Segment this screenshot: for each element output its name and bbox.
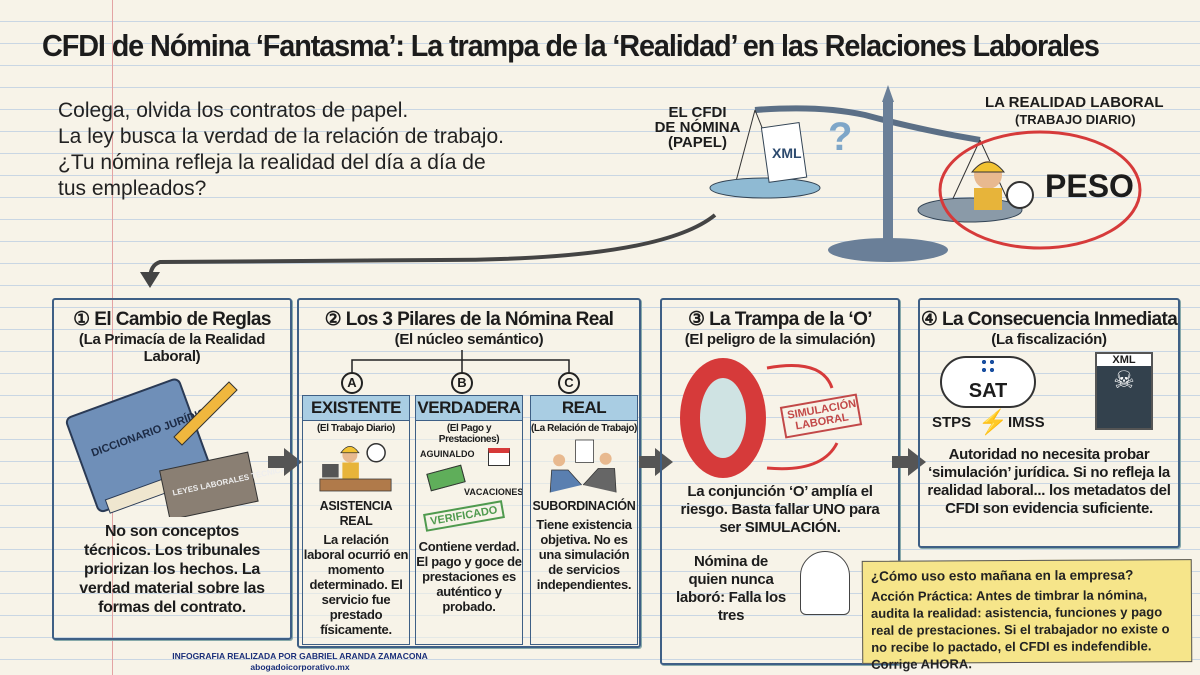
note-body: Acción Práctica: Antes de timbrar la nóm… bbox=[870, 587, 1170, 672]
reality-label: LA REALIDAD LABORAL bbox=[985, 94, 1164, 111]
stps-label: STPS bbox=[932, 414, 972, 431]
calendar-icon bbox=[488, 448, 510, 466]
intro-line: La ley busca la verdad de la relación de… bbox=[58, 125, 504, 148]
pillar-label: ASISTENCIA REAL bbox=[319, 499, 393, 528]
note-question: ¿Cómo uso esto mañana en la empresa? bbox=[870, 567, 1134, 584]
panel-consequence: ④ La Consecuencia Inmediata (La fiscaliz… bbox=[918, 298, 1180, 548]
pillar-letter: C bbox=[558, 372, 580, 394]
pillar-letter: B bbox=[451, 372, 473, 394]
panel-o-trap: ③ La Trampa de la ‘O’ (El peligro de la … bbox=[660, 298, 900, 665]
panel-rule-change: ① El Cambio de Reglas (La Primacía de la… bbox=[52, 298, 293, 640]
panel-subtitle: (La Primacía de la Realidad Laboral) bbox=[78, 331, 266, 365]
panel-subtitle: (El peligro de la simulación) bbox=[684, 331, 876, 348]
pillar-card-verdadera: VERDADERA (El Pago y Prestaciones) AGUIN… bbox=[415, 395, 523, 645]
audit-illustration: SAT STPS ⚡ IMSS XML ☠ bbox=[920, 348, 1178, 446]
pillar-letter: A bbox=[341, 372, 363, 394]
curved-arrow-icon bbox=[140, 213, 717, 288]
o-trap-illustration: SIMULACIÓN LABORAL bbox=[662, 348, 898, 483]
pillar-card-real: REAL (La Relación de Trabajo) SUBORDINAC… bbox=[530, 395, 638, 645]
reality-sublabel: (TRABAJO DIARIO) bbox=[1015, 112, 1136, 127]
website-link: abogadoicorporativo.mx bbox=[250, 662, 350, 672]
panel-body: Autoridad no necesita probar ‘simulación… bbox=[927, 446, 1171, 517]
panel-subtitle: (La fiscalización) bbox=[991, 331, 1107, 348]
pillar-body: Tiene existencia objetiva. No es una sim… bbox=[536, 517, 632, 592]
intro-line: Colega, olvida los contratos de papel. bbox=[58, 99, 409, 122]
ghost-icon bbox=[800, 551, 850, 615]
intro-line: ¿Tu nómina refleja la realidad del día a… bbox=[58, 151, 486, 174]
credit: INFOGRAFIA REALIZADA POR GABRIEL ARANDA … bbox=[150, 651, 450, 673]
xml-doc-label: XML bbox=[772, 145, 802, 161]
panel-title: La Consecuencia Inmediata bbox=[941, 309, 1178, 330]
payment-illustration: AGUINALDO VACACIONES VERIFICADO bbox=[416, 445, 522, 533]
red-o-icon bbox=[680, 358, 766, 478]
notebook-margin-line bbox=[112, 0, 113, 675]
pillar-label: SUBORDINACIÓN bbox=[532, 499, 636, 513]
question-mark: ? bbox=[828, 115, 852, 159]
practical-action-note: ¿Cómo uso esto mañana en la empresa? Acc… bbox=[861, 559, 1193, 672]
pillar-body: Contiene verdad. El pago y goce de prest… bbox=[416, 539, 522, 614]
panel-body: No son conceptos técnicos. Los tribunale… bbox=[79, 523, 265, 616]
lightning-icon: ⚡ bbox=[978, 409, 1008, 436]
pillar-body: La relación laboral ocurrió en momento d… bbox=[303, 532, 409, 637]
worker-at-desk-icon bbox=[319, 443, 392, 492]
ghost-caption: Nómina de quien nunca laboró: Falla los … bbox=[676, 553, 786, 624]
panel-three-pillars: ② Los 3 Pilares de la Nómina Real (El nú… bbox=[297, 298, 641, 648]
balance-scale-icon: XML ? bbox=[709, 85, 1142, 262]
panel-body: La conjunción ‘O’ amplía el riesgo. Bast… bbox=[680, 483, 880, 536]
red-arrows-icon bbox=[766, 364, 839, 471]
panel-title: El Cambio de Reglas bbox=[94, 309, 271, 330]
weight-label: PESO bbox=[1045, 168, 1134, 204]
arrow-right-icon bbox=[892, 448, 926, 476]
intro-text: Colega, olvida los contratos de papel. L… bbox=[58, 98, 504, 202]
intro-line: tus empleados? bbox=[58, 177, 207, 200]
arrow-right-icon bbox=[639, 448, 673, 476]
panel-title: La Trampa de la ‘O’ bbox=[709, 309, 872, 330]
panel-subtitle: (El núcleo semántico) bbox=[394, 331, 544, 348]
panel-title: Los 3 Pilares de la Nómina Real bbox=[345, 309, 614, 330]
money-icon bbox=[426, 464, 466, 492]
pillar-connector bbox=[351, 350, 570, 375]
xml-xray-icon: XML ☠ bbox=[1095, 352, 1153, 430]
sat-logo-icon bbox=[980, 358, 996, 374]
pillar-card-existente: EXISTENTE (El Trabajo Diario) ASISTENCIA… bbox=[302, 395, 410, 645]
verified-stamp: VERIFICADO bbox=[423, 500, 505, 532]
imss-label: IMSS bbox=[1008, 414, 1045, 431]
law-books-icon: DICCIONARIO JURÍDICO LEYES LABORALES TÉC… bbox=[65, 378, 293, 521]
page-title: CFDI de Nómina ‘Fantasma’: La trampa de … bbox=[42, 28, 1100, 63]
handshake-icon bbox=[549, 439, 617, 493]
